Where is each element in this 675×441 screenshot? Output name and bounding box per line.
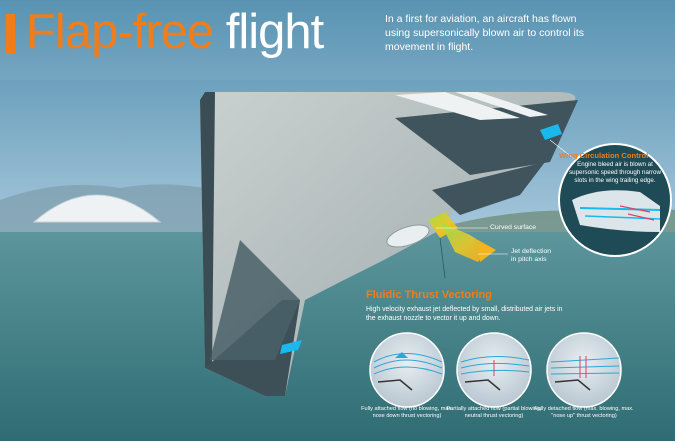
aircraft <box>200 92 578 396</box>
page-title: Flap-free flight <box>26 2 325 62</box>
jet-deflection-label-2: in pitch axis <box>511 256 547 263</box>
title-part-1: Flap-free <box>26 5 214 59</box>
wcc-slot-line-1 <box>579 207 661 211</box>
diagram-caption-2: Partially attached flow (partial blowing… <box>446 406 542 419</box>
wcc-airflow-red <box>619 205 655 221</box>
flow-diagram-1 <box>369 332 445 408</box>
wcc-title: Wing Circulation Control <box>559 151 649 160</box>
blue-slot-left <box>280 340 302 354</box>
wcc-lens <box>558 143 672 257</box>
page-subtitle: In a first for aviation, an aircraft has… <box>385 13 585 53</box>
title-part-2: flight <box>225 5 325 59</box>
sky-haze <box>0 0 675 80</box>
aircraft-stripe-2 <box>455 92 548 117</box>
curved-surface-label: Curved surface <box>490 224 537 231</box>
wcc-wing-section <box>572 190 660 232</box>
pitch-axis-line <box>439 237 446 279</box>
aircraft-stripe-1 <box>395 92 520 120</box>
fluidic-description: High velocity exhaust jet deflected by s… <box>366 306 563 322</box>
flow-diagram-3 <box>546 332 622 408</box>
aircraft-left-edge <box>200 92 215 370</box>
aircraft-trailing-edge-mid <box>432 162 545 215</box>
exhaust-jet <box>440 222 490 262</box>
fluidic-title: Fluidic Thrust Vectoring <box>366 289 492 301</box>
flow-diagram-2 <box>456 332 532 408</box>
exhaust-arrow <box>478 240 496 262</box>
radome-dome <box>32 194 162 223</box>
aircraft-trailing-edge-upper <box>395 100 578 175</box>
title-accent-bar <box>6 14 15 54</box>
diagram-caption-1: Fully attached flow (no blowing, max. no… <box>361 406 453 419</box>
engine-intake <box>386 224 430 248</box>
blue-slot-right <box>540 124 562 140</box>
wcc-description: Engine bleed air is blown at supersonic … <box>569 161 661 184</box>
aircraft-tail-panel <box>210 240 300 360</box>
diagram-caption-3: Fully detached flow (max. blowing, max. … <box>534 406 634 419</box>
jet-deflection-label-1: Jet deflection <box>511 248 552 255</box>
